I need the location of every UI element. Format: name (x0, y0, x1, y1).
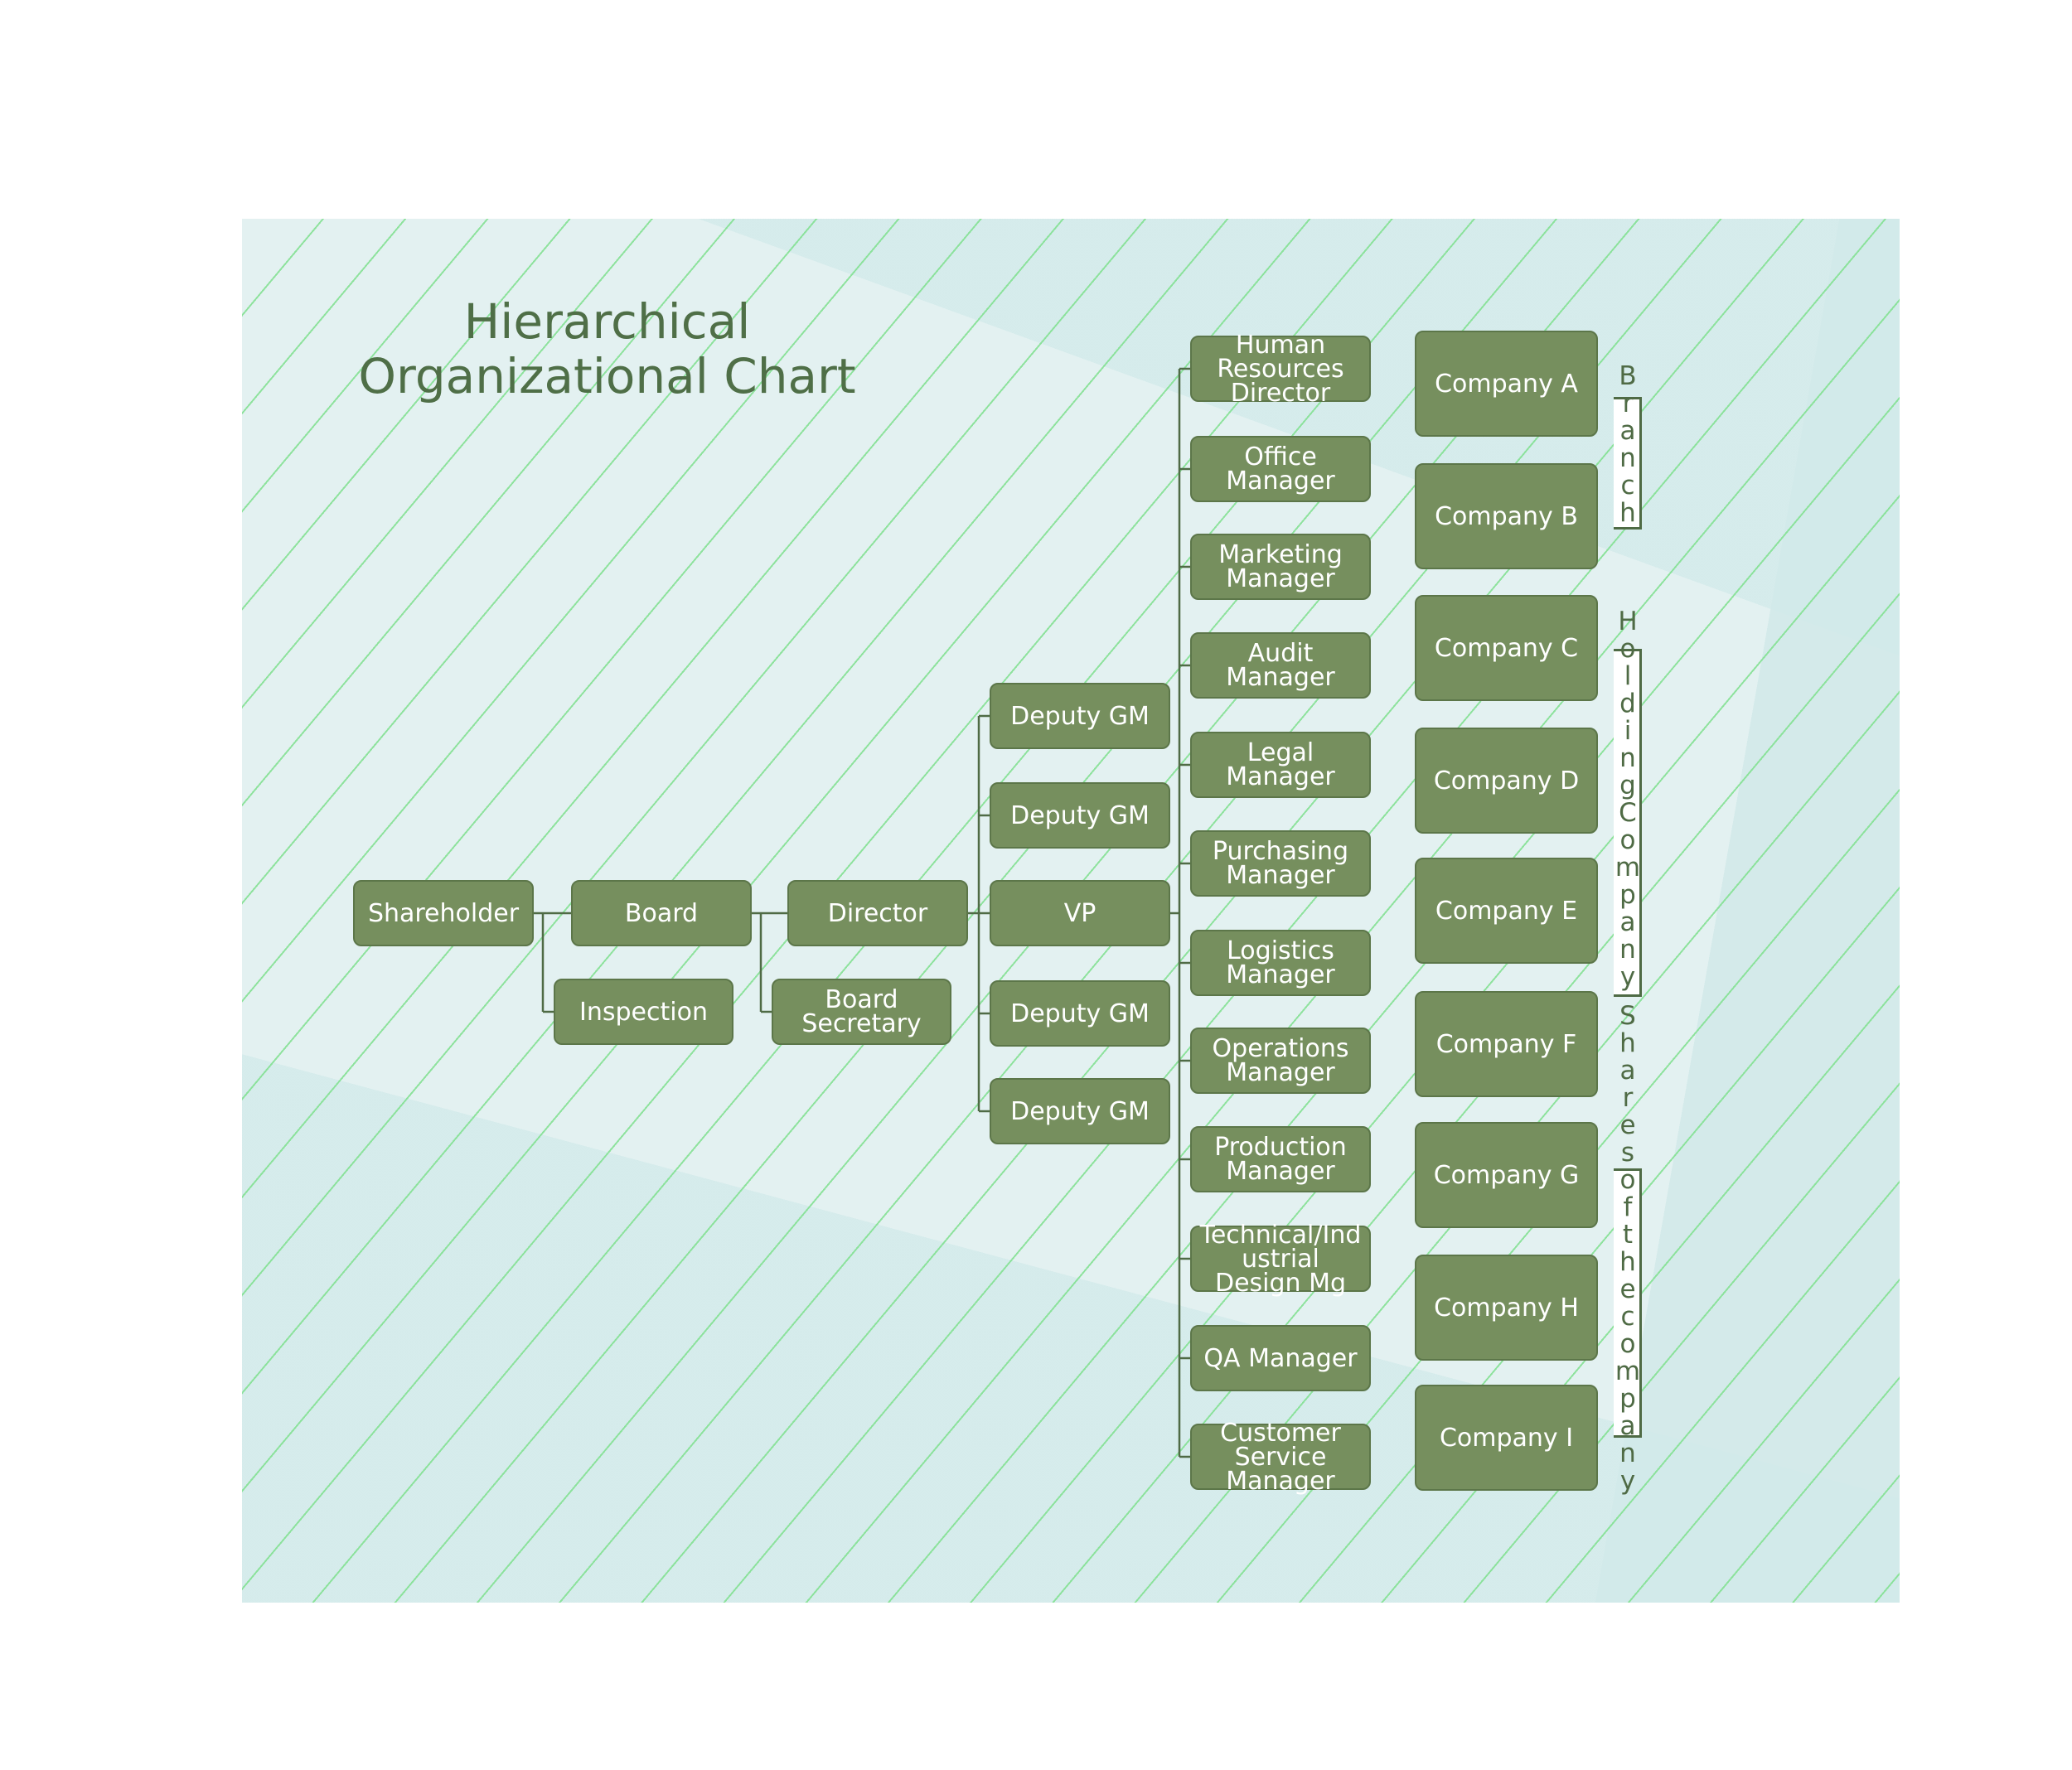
manager-node[interactable]: Customer Service Manager (1190, 1420, 1371, 1493)
company-node[interactable]: Company A (1415, 331, 1598, 437)
board-node[interactable]: Board (571, 880, 752, 946)
title-line-1: Hierarchical (463, 293, 751, 350)
manager-node[interactable]: Purchasing Manager (1190, 830, 1371, 897)
company-node[interactable]: Company D (1415, 728, 1598, 834)
manager-node[interactable]: Operations Manager (1190, 1028, 1371, 1094)
deputy-gm-node[interactable]: Deputy GM (990, 980, 1170, 1047)
company-node[interactable]: Company B (1415, 463, 1598, 569)
company-node[interactable]: Company I (1415, 1385, 1598, 1491)
group-bracket (1614, 649, 1642, 997)
manager-node[interactable]: Production Manager (1190, 1126, 1371, 1192)
inspection-node[interactable]: Inspection (554, 979, 733, 1045)
shareholder-node[interactable]: Shareholder (353, 880, 534, 946)
manager-node[interactable]: Marketing Manager (1190, 534, 1371, 600)
company-node[interactable]: Company E (1415, 858, 1598, 964)
manager-node[interactable]: Technical/Industrial Design Mg (1190, 1222, 1371, 1295)
company-node[interactable]: Company F (1415, 991, 1598, 1097)
group-bracket (1614, 1168, 1642, 1438)
company-node[interactable]: Company H (1415, 1255, 1598, 1361)
vp-node[interactable]: VP (990, 880, 1170, 946)
manager-node[interactable]: Logistics Manager (1190, 930, 1371, 996)
group-bracket (1614, 397, 1642, 530)
manager-node[interactable]: Office Manager (1190, 436, 1371, 502)
board-secretary-node[interactable]: Board Secretary (772, 979, 951, 1045)
company-node[interactable]: Company C (1415, 595, 1598, 701)
company-node[interactable]: Company G (1415, 1122, 1598, 1228)
connector-lines (534, 367, 1190, 1458)
manager-node[interactable]: Human Resources Director (1190, 332, 1371, 405)
chart-title: Hierarchical Organizational Chart (315, 294, 899, 404)
deputy-gm-node[interactable]: Deputy GM (990, 1078, 1170, 1144)
deputy-gm-node[interactable]: Deputy GM (990, 782, 1170, 849)
director-node[interactable]: Director (787, 880, 968, 946)
deputy-gm-node[interactable]: Deputy GM (990, 683, 1170, 749)
manager-node[interactable]: Audit Manager (1190, 632, 1371, 699)
manager-node[interactable]: Legal Manager (1190, 732, 1371, 798)
manager-node[interactable]: QA Manager (1190, 1325, 1371, 1391)
title-line-2: Organizational Chart (358, 348, 856, 404)
